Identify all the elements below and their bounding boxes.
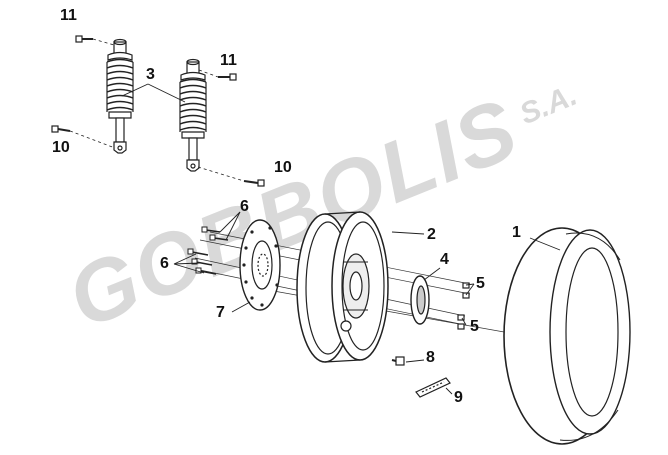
callout-disc-bolt-upper: 6 (240, 198, 249, 215)
leader-lines (121, 83, 561, 395)
callout-brake-disc-carrier: 4 (440, 251, 449, 268)
shock-pin-right (197, 166, 265, 187)
nuts (457, 282, 470, 330)
callout-weight-strip: 9 (454, 389, 463, 406)
callout-shock-bolt-left: 11 (60, 7, 77, 24)
callout-shock-absorber: 3 (146, 66, 155, 83)
shock-absorber-right (179, 58, 207, 172)
callout-valve: 8 (426, 349, 435, 366)
callout-bolt-lower: 5 (470, 318, 479, 335)
shock-pin-left (51, 125, 116, 149)
shock-bolt-right (198, 69, 237, 81)
disc-bolts (187, 226, 229, 275)
callout-brake-disc: 7 (216, 304, 225, 321)
shock-absorber-left (106, 38, 134, 154)
weight-strip (415, 377, 451, 398)
valve (391, 356, 405, 366)
shock-bolt-left (75, 35, 115, 46)
callout-shock-bolt-right: 11 (220, 52, 237, 69)
callout-tire: 1 (512, 224, 521, 241)
wheel-rim (296, 211, 389, 363)
carrier-ring (410, 275, 430, 325)
brake-disc (239, 219, 281, 311)
callout-bolt-upper: 5 (476, 275, 485, 292)
callout-disc-bolt-lower: 6 (160, 255, 169, 272)
callout-wheel-rim: 2 (427, 226, 436, 243)
callout-shock-pin-left: 10 (52, 139, 70, 156)
tire (503, 227, 631, 445)
callout-shock-pin-right: 10 (274, 159, 292, 176)
